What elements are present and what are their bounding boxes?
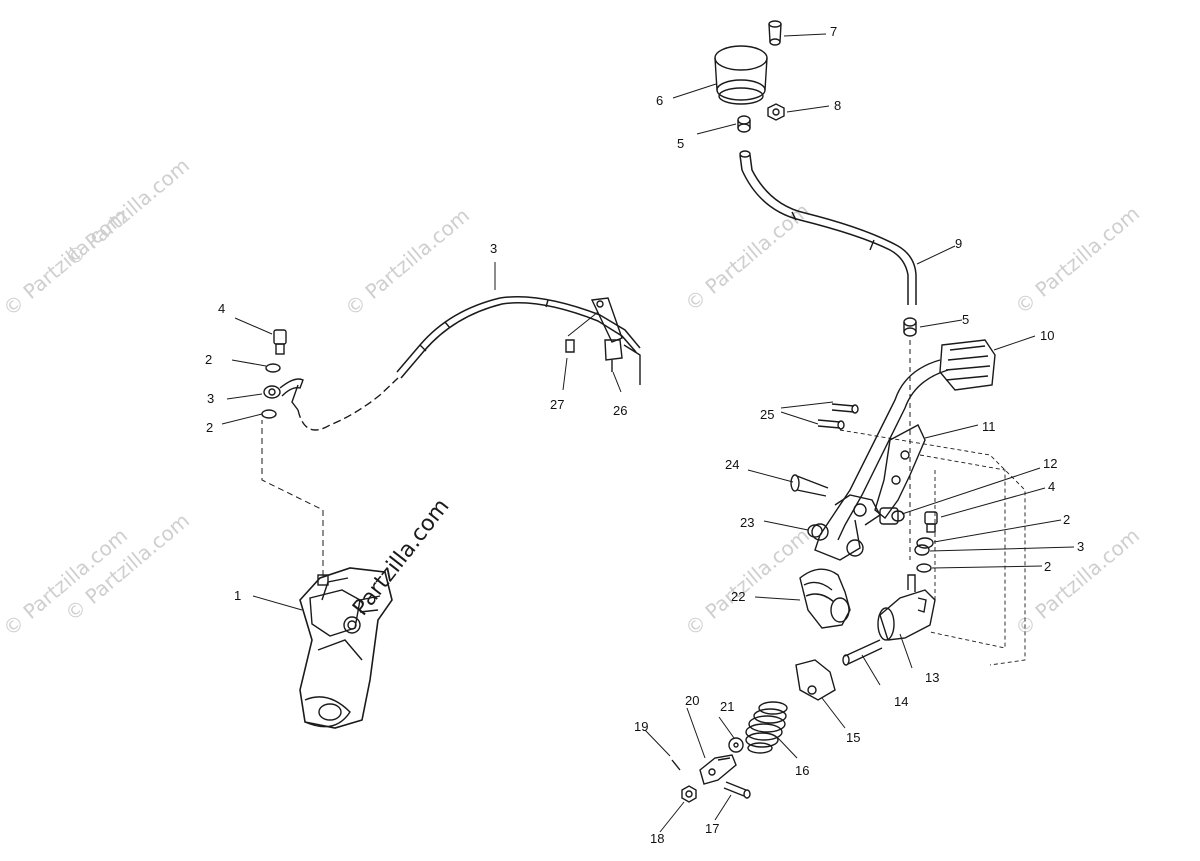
master-cylinder-13 [877, 574, 936, 641]
clevis-20 [699, 754, 737, 785]
callout-7: 7 [830, 24, 838, 39]
callout-1: 1 [234, 588, 242, 603]
cotter-pin-19 [671, 759, 681, 771]
brake-pedal-10 [811, 339, 996, 561]
reservoir-cap-6 [714, 45, 768, 105]
pin-17 [723, 781, 751, 799]
callout-3: 3 [490, 241, 498, 256]
brake-line [297, 377, 399, 431]
callout-23: 23 [740, 515, 755, 530]
dust-boot-22 [799, 568, 851, 629]
bolt-24 [790, 474, 829, 497]
pushrod-14 [842, 639, 883, 666]
callout-21: 21 [720, 699, 735, 714]
reservoir-hose-9 [739, 154, 909, 305]
callout-6: 6 [656, 93, 664, 108]
washer-2 [265, 363, 281, 373]
callout-4: 4 [1048, 479, 1056, 494]
banjo-fitting-3 [263, 378, 304, 411]
bracket-15 [795, 659, 836, 701]
callout-17: 17 [705, 821, 720, 836]
callout-5: 5 [962, 312, 970, 327]
washer-21 [728, 737, 744, 753]
callout-3: 3 [1077, 539, 1085, 554]
callout-15: 15 [846, 730, 861, 745]
clamp-5 [903, 317, 917, 337]
washer-2 [261, 409, 277, 419]
washer-2 [916, 563, 932, 573]
callout-2: 2 [1063, 512, 1071, 527]
callout-9: 9 [955, 236, 963, 251]
switch-bracket-26 [590, 297, 641, 385]
bolt-7 [768, 20, 782, 46]
callout-20: 20 [685, 693, 700, 708]
callout-14: 14 [894, 694, 909, 709]
clamp-5 [737, 115, 751, 133]
pin-25 [817, 403, 859, 430]
callout-10: 10 [1040, 328, 1055, 343]
callout-2: 2 [206, 420, 214, 435]
callout-leaders [221, 33, 1075, 833]
banjo-3 [914, 544, 930, 556]
nut-27 [565, 339, 575, 353]
callout-18: 18 [650, 831, 665, 846]
callout-4: 4 [218, 301, 226, 316]
callout-27: 27 [550, 397, 565, 412]
banjo-bolt-4 [273, 329, 287, 355]
nut-8 [767, 103, 785, 121]
callout-26: 26 [613, 403, 628, 418]
callout-19: 19 [634, 719, 649, 734]
callout-22: 22 [731, 589, 746, 604]
callout-8: 8 [834, 98, 842, 113]
callout-24: 24 [725, 457, 740, 472]
callout-12: 12 [1043, 456, 1058, 471]
callout-3: 3 [207, 391, 215, 406]
nut-18 [681, 785, 697, 803]
brake-caliper [299, 567, 393, 729]
callout-2: 2 [205, 352, 213, 367]
callout-2: 2 [1044, 559, 1052, 574]
washer-2 [916, 537, 934, 549]
spring-16 [745, 701, 788, 754]
callout-13: 13 [925, 670, 940, 685]
callout-5: 5 [677, 136, 685, 151]
pedal-arm-11 [874, 424, 926, 525]
washer-23 [807, 524, 823, 538]
callout-25: 25 [760, 407, 775, 422]
callout-11: 11 [982, 419, 996, 434]
callout-16: 16 [795, 763, 810, 778]
washer-12 [891, 510, 905, 522]
